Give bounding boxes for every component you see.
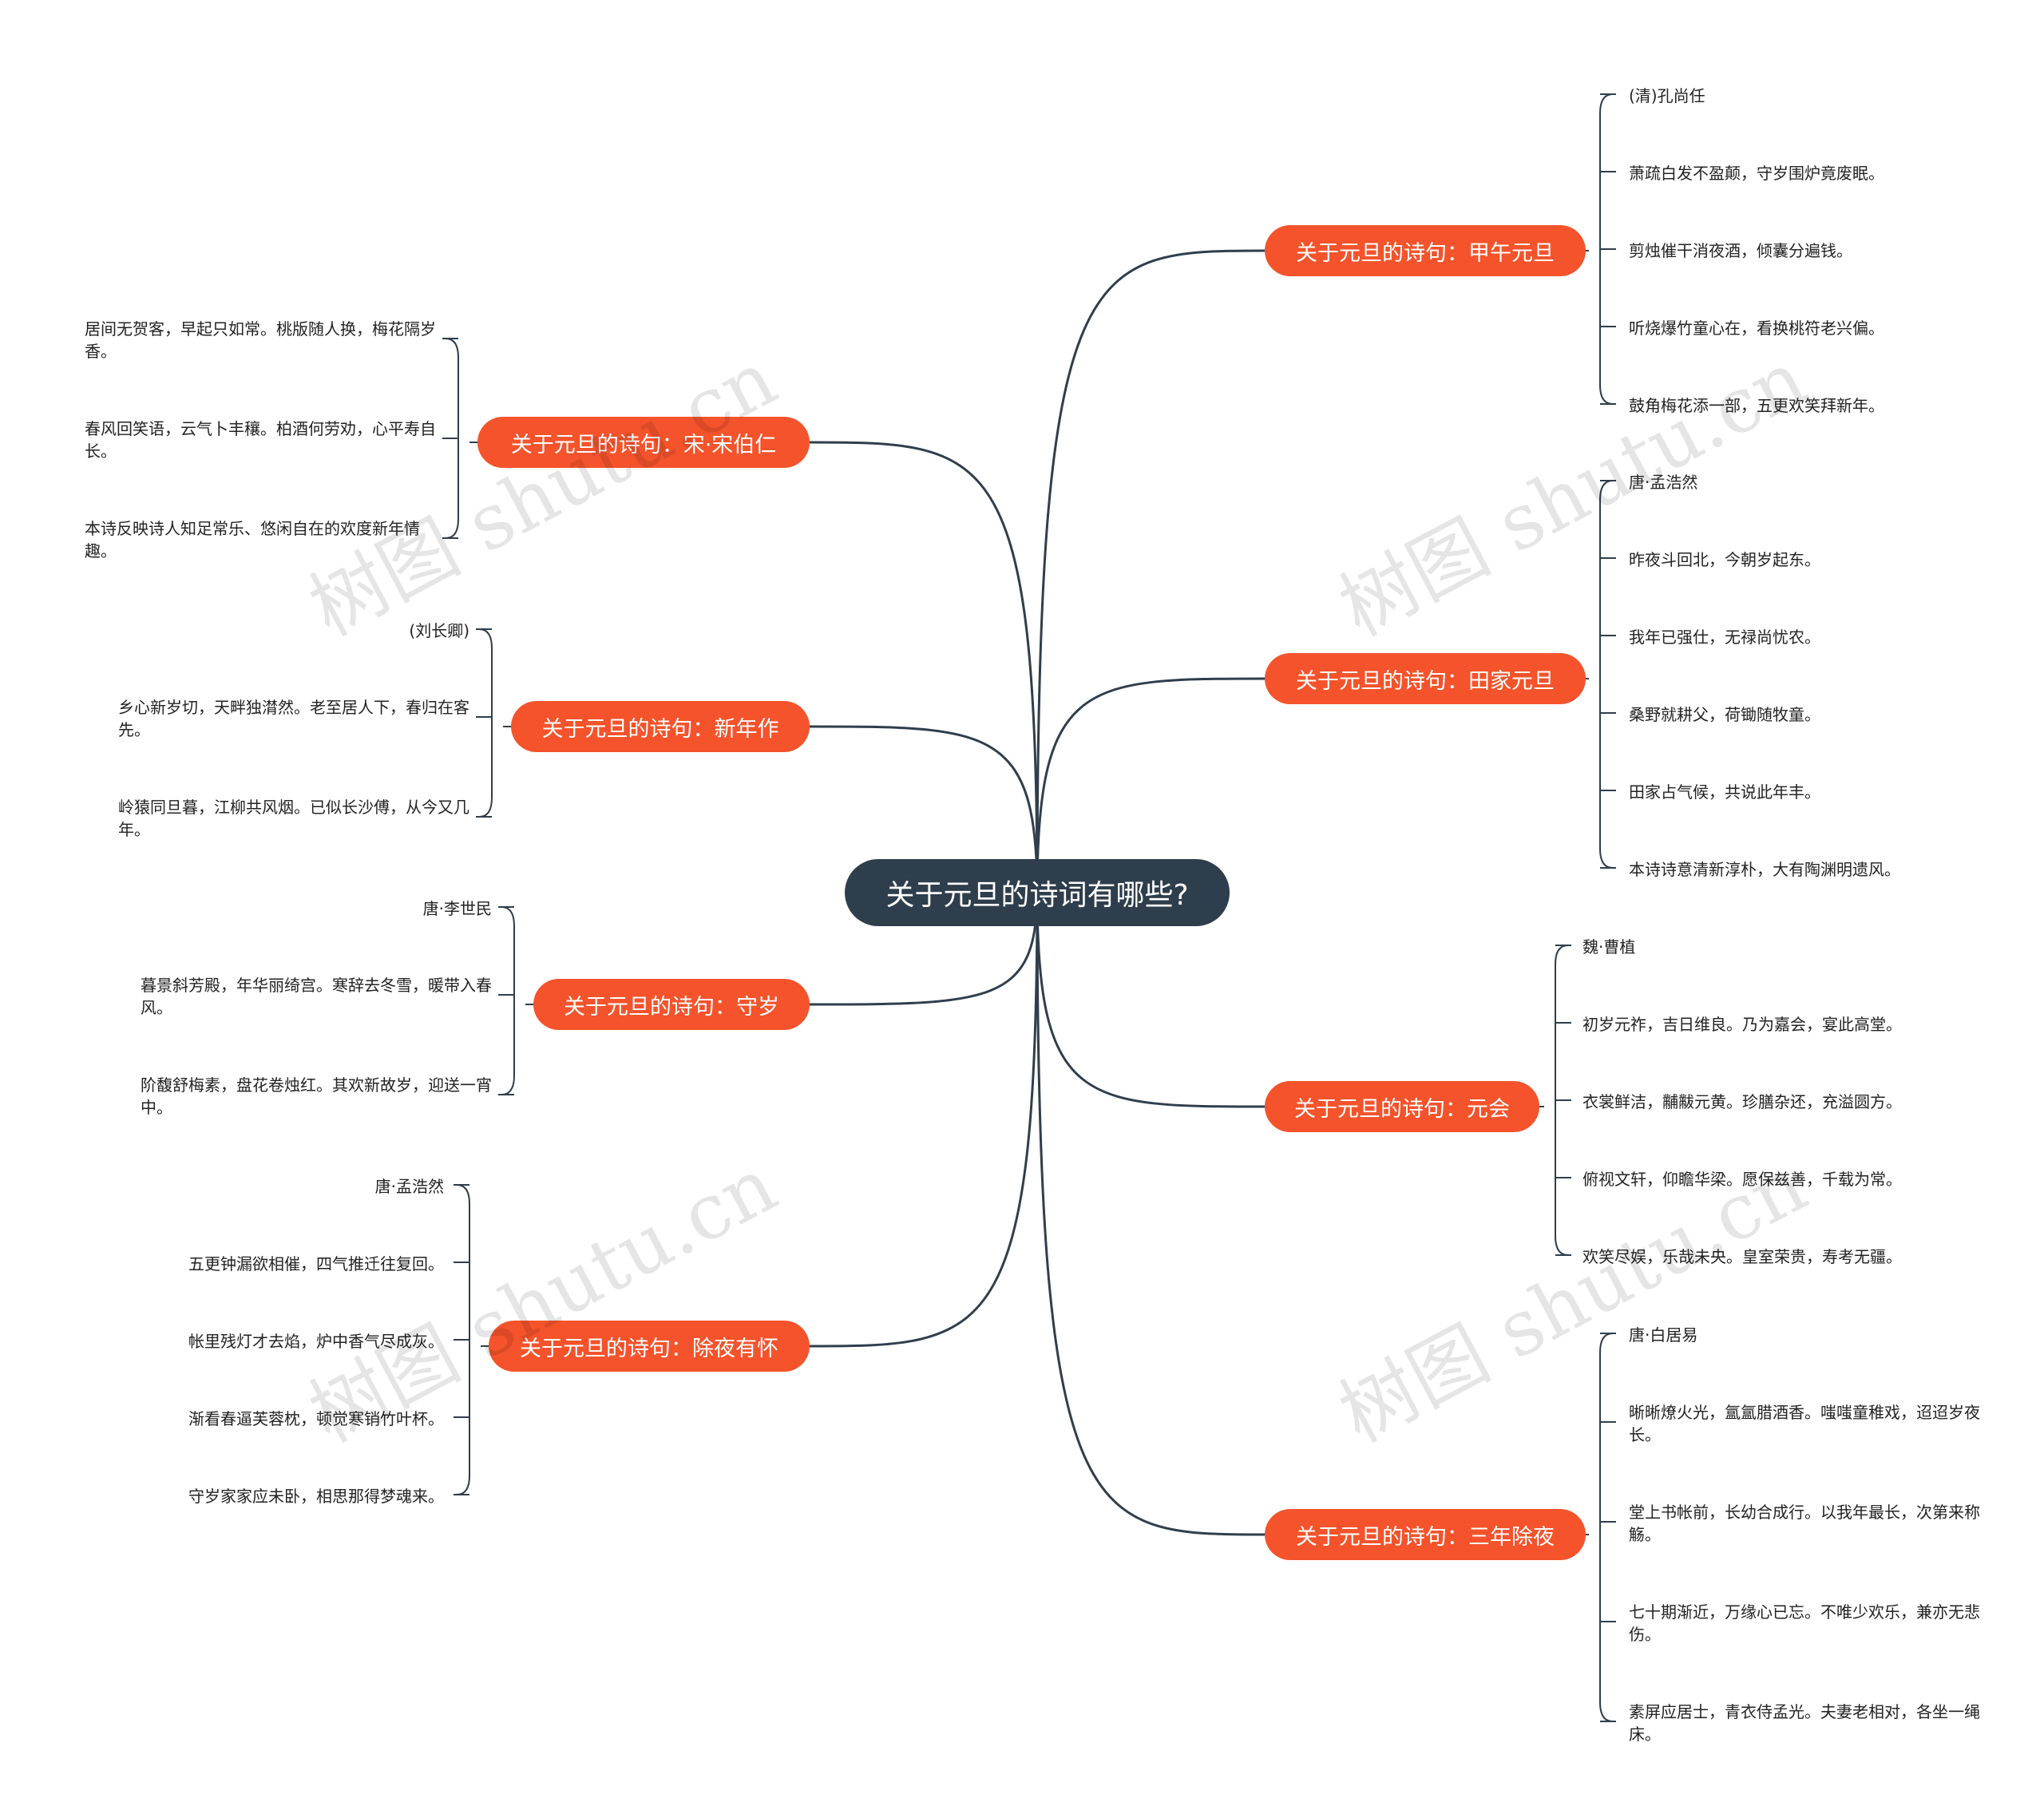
leaf-poem-line: 昨夜斗回北，今朝岁起东。: [1629, 550, 1820, 569]
leaf-poem-line: 岭猿同旦暮，江柳共风烟。已似长沙傅，从今又几年。: [118, 798, 469, 839]
leaf-poem-line: 堂上书帐前，长幼合成行。以我年最长，次第来称觞。: [1629, 1503, 1980, 1544]
leaf-poem-line: 素屏应居士，青衣侍孟光。夫妻老相对，各坐一绳床。: [1629, 1702, 1980, 1744]
leaf-poem-line: 乡心新岁切，天畔独潸然。老至居人下，春归在客先。: [118, 698, 469, 739]
leaf-poem-line: 帐里残灯才去焰，炉中香气尽成灰。: [188, 1332, 444, 1351]
leaf-poem-line: 我年已强仕，无禄尚忧农。: [1629, 628, 1820, 647]
topic-jiawu-yuandan[interactable]: 关于元旦的诗句：甲午元旦: [1265, 225, 1586, 276]
topic-shousui[interactable]: 关于元旦的诗句：守岁: [533, 979, 810, 1030]
leaf-poem-line: 初岁元祚，吉日维良。乃为嘉会，宴此高堂。: [1583, 1015, 1902, 1034]
leaf-author: 唐·李世民: [422, 899, 492, 918]
leaf-poem-line: 萧疏白发不盈颠，守岁围炉竟废眠。: [1629, 164, 1884, 183]
leaf-poem-line: 衣裳鲜洁，黼黻元黄。珍膳杂还，充溢圆方。: [1583, 1092, 1902, 1111]
leaves-bracket: [1599, 1333, 1614, 1722]
leaf-author: 魏·曹植: [1583, 937, 1636, 957]
topic-chuye-youhuai[interactable]: 关于元旦的诗句：除夜有怀: [489, 1321, 810, 1372]
leaf-author: (刘长卿): [409, 621, 469, 640]
topic-sannian-chuye[interactable]: 关于元旦的诗句：三年除夜: [1265, 1509, 1586, 1560]
leaf-author: 唐·孟浩然: [1629, 473, 1698, 492]
leaf-poem-line: 晰晰燎火光，氲氲腊酒香。嗤嗤童稚戏，迢迢岁夜长。: [1629, 1403, 1980, 1444]
topic-yuanhui[interactable]: 关于元旦的诗句：元会: [1265, 1081, 1539, 1132]
leaf-poem-line: 鼓角梅花添一部，五更欢笑拜新年。: [1629, 396, 1884, 415]
leaf-poem-line: 守岁家家应未卧，相思那得梦魂来。: [188, 1487, 444, 1506]
leaf-author: 唐·孟浩然: [374, 1177, 444, 1196]
leaf-poem-line: 田家占气候，共说此年丰。: [1629, 782, 1820, 802]
leaf-poem-line: 俯视文轩，仰瞻华梁。愿保兹善，千载为常。: [1583, 1170, 1902, 1189]
root-to-topic-connector: [809, 441, 1039, 893]
leaves-bracket: [1599, 480, 1614, 869]
leaves-bracket: [478, 628, 493, 818]
leaf-author: 唐·白居易: [1629, 1325, 1698, 1345]
topic-tianjia-yuandan[interactable]: 关于元旦的诗句：田家元旦: [1265, 653, 1586, 704]
leaf-poem-line: 五更钟漏欲相催，四气推迁往复回。: [188, 1254, 444, 1273]
root-to-topic-connector: [1036, 892, 1266, 1108]
leaf-poem-line: 春风回笑语，云气卜丰穰。柏酒何劳劝，心平寿自长。: [85, 419, 436, 461]
leaves-bracket: [501, 906, 515, 1095]
root-topic[interactable]: 关于元旦的诗词有哪些?: [845, 859, 1230, 926]
root-to-topic-connector: [809, 892, 1039, 1348]
leaf-poem-line: 剪烛催干消夜酒，倾囊分遍钱。: [1629, 241, 1852, 260]
leaf-comment: 本诗诗意清新淳朴，大有陶渊明遗风。: [1629, 860, 1900, 879]
leaf-poem-line: 七十期渐近，万缘心已忘。不唯少欢乐，兼亦无悲伤。: [1629, 1602, 1980, 1644]
topic-xinnian-zuo[interactable]: 关于元旦的诗句：新年作: [511, 701, 810, 752]
leaf-poem-line: 听烧爆竹童心在，看换桃符老兴偏。: [1629, 319, 1884, 338]
root-to-topic-connector: [1036, 249, 1266, 893]
root-to-topic-connector: [809, 725, 1039, 893]
root-to-topic-connector: [809, 892, 1039, 1006]
leaf-poem-line: 桑野就耕父，荷锄随牧童。: [1629, 705, 1820, 724]
topic-song-songboren[interactable]: 关于元旦的诗句：宋·宋伯仁: [477, 417, 810, 468]
leaf-poem-line: 暮景斜芳殿，年华丽绮宫。寒辞去冬雪，暖带入春风。: [141, 976, 492, 1017]
leaf-author: (清)孔尚任: [1629, 86, 1705, 105]
leaf-poem-line: 欢笑尽娱，乐哉未央。皇室荣贵，寿考无疆。: [1583, 1247, 1902, 1266]
leaf-poem-line: 渐看春逼芙蓉枕，顿觉寒销竹叶杯。: [188, 1409, 444, 1428]
root-to-topic-connector: [1036, 892, 1266, 1536]
leaf-comment: 本诗反映诗人知足常乐、悠闲自在的欢度新年情趣。: [85, 519, 420, 560]
leaf-poem-line: 居间无贺客，早起只如常。桃版随人换，梅花隔岁香。: [85, 319, 436, 361]
leaf-poem-line: 阶馥舒梅素，盘花卷烛红。其欢新故岁，迎送一宵中。: [141, 1075, 492, 1117]
root-to-topic-connector: [1036, 677, 1266, 893]
